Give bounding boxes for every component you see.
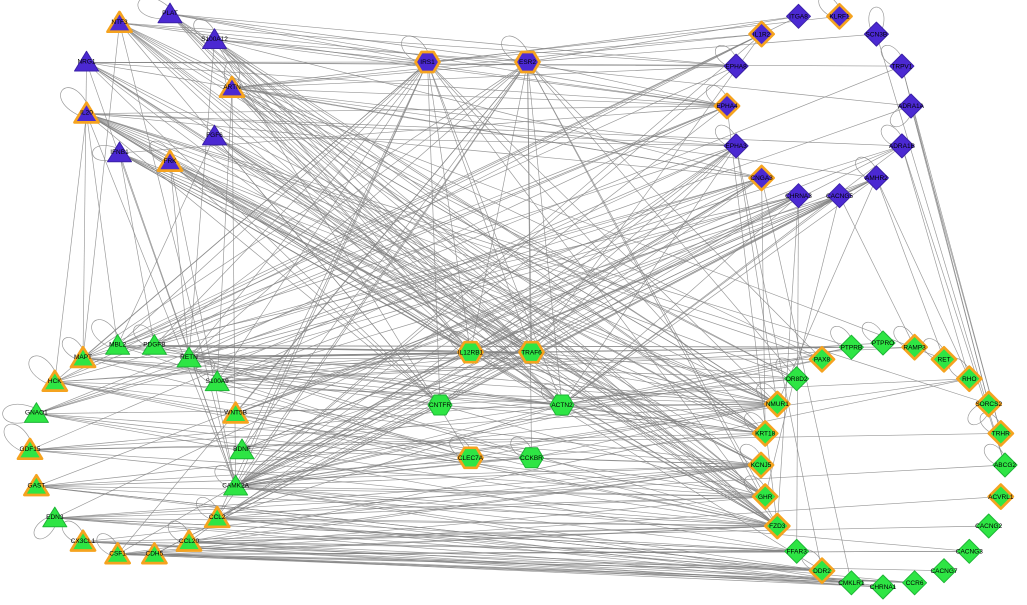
svg-text:PTPRB: PTPRB — [841, 344, 863, 351]
svg-text:ABCG2: ABCG2 — [994, 462, 1016, 469]
svg-text:CDH5: CDH5 — [146, 550, 164, 557]
svg-text:CAMK2A: CAMK2A — [222, 482, 249, 489]
svg-text:ESR2: ESR2 — [519, 59, 536, 66]
svg-text:EPHA3: EPHA3 — [725, 143, 747, 150]
svg-text:CLEC7A: CLEC7A — [458, 455, 484, 462]
svg-text:RHO: RHO — [962, 376, 976, 383]
svg-text:KLRF1: KLRF1 — [829, 14, 850, 21]
svg-text:CACNG5: CACNG5 — [826, 193, 853, 200]
svg-text:GAST: GAST — [28, 482, 46, 489]
svg-text:NRG1: NRG1 — [77, 58, 95, 65]
svg-text:EDN3: EDN3 — [46, 514, 64, 521]
svg-text:FGF6: FGF6 — [206, 132, 223, 139]
svg-text:SCN3B: SCN3B — [866, 31, 888, 38]
svg-text:SORCS2: SORCS2 — [975, 401, 1002, 408]
svg-text:NMUR1: NMUR1 — [766, 401, 789, 408]
svg-text:S100A9: S100A9 — [206, 378, 230, 385]
svg-text:TRPV1: TRPV1 — [891, 63, 912, 70]
svg-text:PDGFB: PDGFB — [143, 342, 165, 349]
svg-text:CX3CL1: CX3CL1 — [71, 538, 96, 545]
svg-text:CACNG3: CACNG3 — [956, 549, 983, 556]
svg-text:TRAF6: TRAF6 — [521, 349, 542, 356]
svg-text:RAMP3: RAMP3 — [903, 344, 926, 351]
svg-text:CCR6: CCR6 — [906, 580, 924, 587]
svg-text:CACNG7: CACNG7 — [930, 568, 957, 575]
svg-text:FRK: FRK — [164, 158, 178, 165]
svg-text:ARTN: ARTN — [223, 84, 241, 91]
svg-text:CCKBR: CCKBR — [520, 455, 543, 462]
svg-text:CNGA3: CNGA3 — [750, 175, 773, 182]
svg-text:KRT18: KRT18 — [755, 431, 775, 438]
svg-text:S100A12: S100A12 — [201, 36, 228, 43]
svg-text:GHR: GHR — [758, 494, 773, 501]
svg-text:GNAO1: GNAO1 — [25, 410, 48, 417]
svg-text:IL1R2: IL1R2 — [753, 31, 771, 38]
svg-text:PAX8: PAX8 — [814, 357, 831, 364]
svg-text:RET: RET — [938, 357, 951, 364]
svg-text:CACNG2: CACNG2 — [975, 523, 1002, 530]
svg-text:IFNB1: IFNB1 — [110, 149, 129, 156]
svg-text:FZD3: FZD3 — [769, 523, 786, 530]
svg-text:CMKLR1: CMKLR1 — [838, 580, 865, 587]
svg-text:CHRNA1: CHRNA1 — [870, 584, 897, 591]
svg-text:WNT5B: WNT5B — [224, 410, 247, 417]
svg-text:CCL20: CCL20 — [179, 538, 200, 545]
svg-text:PTPRO: PTPRO — [872, 340, 894, 347]
svg-text:ADRA1A: ADRA1A — [898, 103, 925, 110]
svg-text:GDF15: GDF15 — [20, 446, 41, 453]
svg-text:ITGA8: ITGA8 — [789, 14, 808, 21]
svg-text:OR8D2: OR8D2 — [786, 376, 808, 383]
svg-text:CCL2: CCL2 — [209, 514, 226, 521]
svg-text:ACTN2: ACTN2 — [551, 402, 573, 409]
svg-text:PLAT: PLAT — [162, 10, 178, 17]
svg-text:AMHR2: AMHR2 — [865, 175, 888, 182]
svg-text:EPHA8: EPHA8 — [725, 63, 747, 70]
svg-text:EPHA4: EPHA4 — [716, 103, 738, 110]
svg-text:MBL2: MBL2 — [109, 342, 126, 349]
svg-text:IL20: IL20 — [80, 110, 93, 117]
svg-text:IL12RB1: IL12RB1 — [458, 349, 484, 356]
svg-text:ADRA1B: ADRA1B — [889, 143, 915, 150]
svg-text:CSF1: CSF1 — [109, 550, 126, 557]
svg-text:MAPT: MAPT — [74, 354, 92, 361]
svg-text:HCK: HCK — [48, 378, 62, 385]
svg-text:IRS1: IRS1 — [420, 59, 435, 66]
svg-text:KCNJ5: KCNJ5 — [751, 462, 772, 469]
svg-text:ACVRL1: ACVRL1 — [988, 494, 1014, 501]
svg-text:DDR2: DDR2 — [813, 568, 831, 575]
svg-text:CNTFR: CNTFR — [429, 402, 451, 409]
svg-text:TRHR: TRHR — [992, 431, 1010, 438]
svg-text:FFAR3: FFAR3 — [787, 549, 808, 556]
svg-text:CHRNA3: CHRNA3 — [785, 193, 812, 200]
svg-text:NTF3: NTF3 — [111, 19, 128, 26]
svg-text:RETN: RETN — [180, 354, 198, 361]
svg-text:BDNF: BDNF — [233, 446, 251, 453]
